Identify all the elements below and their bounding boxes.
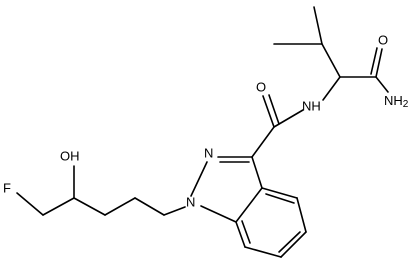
atom-labels: F OH N N O NH O NH2 (3, 33, 409, 210)
bond-c5-c6 (280, 231, 307, 258)
bond-amide-c-n (375, 76, 389, 93)
atom-carbonyl-oxygen-2: O (378, 33, 388, 48)
bond-c6-c7 (244, 246, 282, 258)
bond-f-ch2 (16, 192, 44, 216)
bond-calpha-cbeta (321, 43, 341, 78)
bond-amide-o-b (370, 47, 378, 75)
bond-cbeta-methyl-2 (313, 6, 323, 45)
bond-choh-c3 (73, 197, 106, 216)
bond-carbonyl-nh (273, 109, 304, 128)
bond-n1-n2 (190, 161, 208, 197)
bond-c3a-c4 (261, 187, 298, 199)
bond-n1-c7a (200, 205, 237, 223)
bond-c7-c7a (235, 221, 246, 248)
bond-carbonyl-o-b (268, 94, 280, 125)
bond-amide-o-a (375, 48, 383, 78)
bond-c3a-c4-inner (265, 193, 295, 204)
bond-c3-c3a (251, 156, 263, 189)
bond-nh-calpha (322, 76, 341, 101)
bond-c3-carbonyl (251, 126, 275, 158)
bond-c7a-c3a (235, 187, 263, 223)
atom-carbonyl-oxygen-1: O (256, 80, 266, 95)
bond-c7-c7a-inner (241, 220, 251, 244)
bond-ch2-choh (42, 197, 75, 216)
bond-carbonyl-o-a (262, 95, 275, 128)
atom-fluorine: F (3, 181, 11, 196)
bond-c3-c2 (104, 197, 136, 216)
bond-c5-c6-inner (278, 231, 301, 253)
bond-c4-c5 (296, 197, 307, 233)
atom-ring-nitrogen-1: N (186, 195, 195, 210)
atom-amine-subscript: 2 (403, 99, 409, 110)
atom-hydroxyl: OH (60, 149, 80, 164)
bond-c2-c1 (134, 197, 165, 216)
bond-c1-n1 (163, 206, 186, 216)
bond-lines (16, 6, 389, 258)
atom-amine: NH2 (384, 93, 409, 110)
atom-amine-symbol: NH (384, 93, 403, 108)
atom-amide-nh: NH (302, 99, 321, 114)
atom-ring-nitrogen-2: N (204, 146, 213, 161)
